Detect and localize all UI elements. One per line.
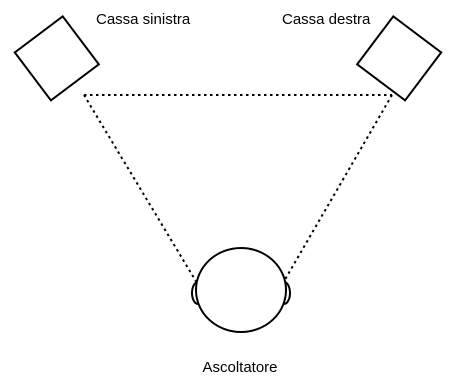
- line-left-speaker-to-listener: [83, 94, 198, 284]
- left-speaker-label: Cassa sinistra: [96, 11, 191, 28]
- listening-triangle: [83, 94, 393, 284]
- right-speaker-icon: [355, 14, 443, 102]
- line-right-speaker-to-listener: [282, 94, 393, 284]
- head-icon: [195, 247, 287, 333]
- listener-label: Ascoltatore: [202, 359, 277, 376]
- left-speaker-icon: [13, 14, 101, 102]
- listener-head-icon: [191, 247, 291, 333]
- right-speaker-label: Cassa destra: [282, 11, 371, 28]
